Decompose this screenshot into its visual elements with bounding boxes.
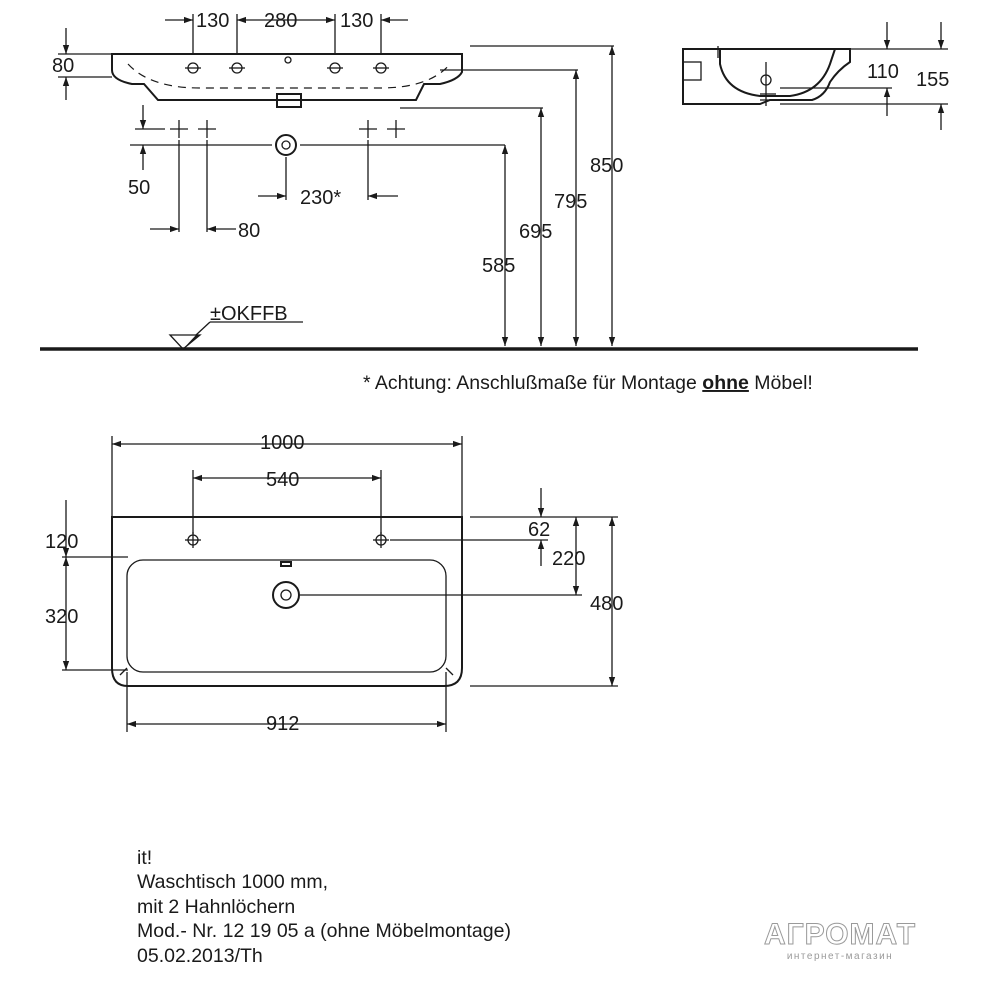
dim-supply: 50 80 230* xyxy=(128,105,505,242)
dim-695: 695 xyxy=(519,221,552,243)
info-line-product: Waschtisch 1000 mm, xyxy=(137,871,329,894)
front-basin-inner-line xyxy=(127,63,451,89)
front-drain xyxy=(276,93,302,108)
dim-130-right: 130 xyxy=(340,10,373,32)
top-bowl xyxy=(126,559,447,673)
supply-connections xyxy=(170,120,405,156)
dim-130-left: 130 xyxy=(196,10,229,32)
dim-right-top: 62 220 480 xyxy=(300,488,623,687)
dim-62: 62 xyxy=(528,519,550,541)
dim-50: 50 xyxy=(128,177,150,199)
logo-tagline: интернет-магазин xyxy=(786,951,894,962)
logo-name: АГРОМАТ xyxy=(763,918,917,951)
dim-155: 155 xyxy=(916,69,949,91)
dim-tap-spacing-front: 130 280 130 xyxy=(165,10,408,55)
dim-80-supply: 80 xyxy=(238,220,260,242)
note-text: * Achtung: Anschlußmaße für Montage ohne… xyxy=(363,372,813,394)
watermark-logo: АГРОМАТ интернет-магазин xyxy=(750,918,930,962)
floor-marker: ±OKFFB xyxy=(168,303,303,350)
front-basin-outline xyxy=(111,53,463,101)
dim-850: 850 xyxy=(590,155,623,177)
dim-120: 120 xyxy=(45,531,78,553)
top-basin-outline xyxy=(111,516,463,687)
dim-480: 480 xyxy=(590,593,623,615)
dim-heights: 585 695 795 850 xyxy=(400,45,623,346)
top-drain xyxy=(272,581,300,609)
dim-side: 110 155 xyxy=(780,22,949,130)
dim-540: 540 xyxy=(266,469,299,491)
dim-width-1000: 1000 xyxy=(111,432,463,517)
top-tap-holes xyxy=(185,532,389,548)
dim-585: 585 xyxy=(482,255,515,277)
info-line-model: Mod.- Nr. 12 19 05 a (ohne Möbelmontage) xyxy=(137,920,511,943)
floor-label: ±OKFFB xyxy=(210,303,288,325)
dim-1000: 1000 xyxy=(260,432,305,454)
dim-tap-spacing-top: 540 xyxy=(192,469,382,534)
dim-110: 110 xyxy=(867,61,899,83)
info-line-date: 05.02.2013/Th xyxy=(137,944,263,967)
dim-280: 280 xyxy=(264,10,297,32)
dim-230: 230* xyxy=(300,187,341,209)
front-tap-holes xyxy=(185,56,389,74)
dim-rim-height: 80 xyxy=(52,28,112,100)
front-view: 130 280 130 80 50 xyxy=(40,10,918,351)
dim-220: 220 xyxy=(552,548,585,570)
info-line-series: it! xyxy=(137,847,153,869)
dim-80-rim: 80 xyxy=(52,55,74,77)
dim-912: 912 xyxy=(266,713,299,735)
info-line-holes: mit 2 Hahnlöchern xyxy=(137,895,296,918)
dim-left-top: 120 320 xyxy=(45,500,128,671)
dim-320: 320 xyxy=(45,606,78,628)
dim-bowl-width: 912 xyxy=(126,672,447,735)
side-view: 110 155 xyxy=(682,22,949,130)
product-info: it! Waschtisch 1000 mm, mit 2 Hahnlöcher… xyxy=(137,846,511,968)
side-basin-outline xyxy=(682,48,851,105)
top-view: 1000 540 120 320 912 xyxy=(45,432,623,735)
dim-795: 795 xyxy=(554,191,587,213)
